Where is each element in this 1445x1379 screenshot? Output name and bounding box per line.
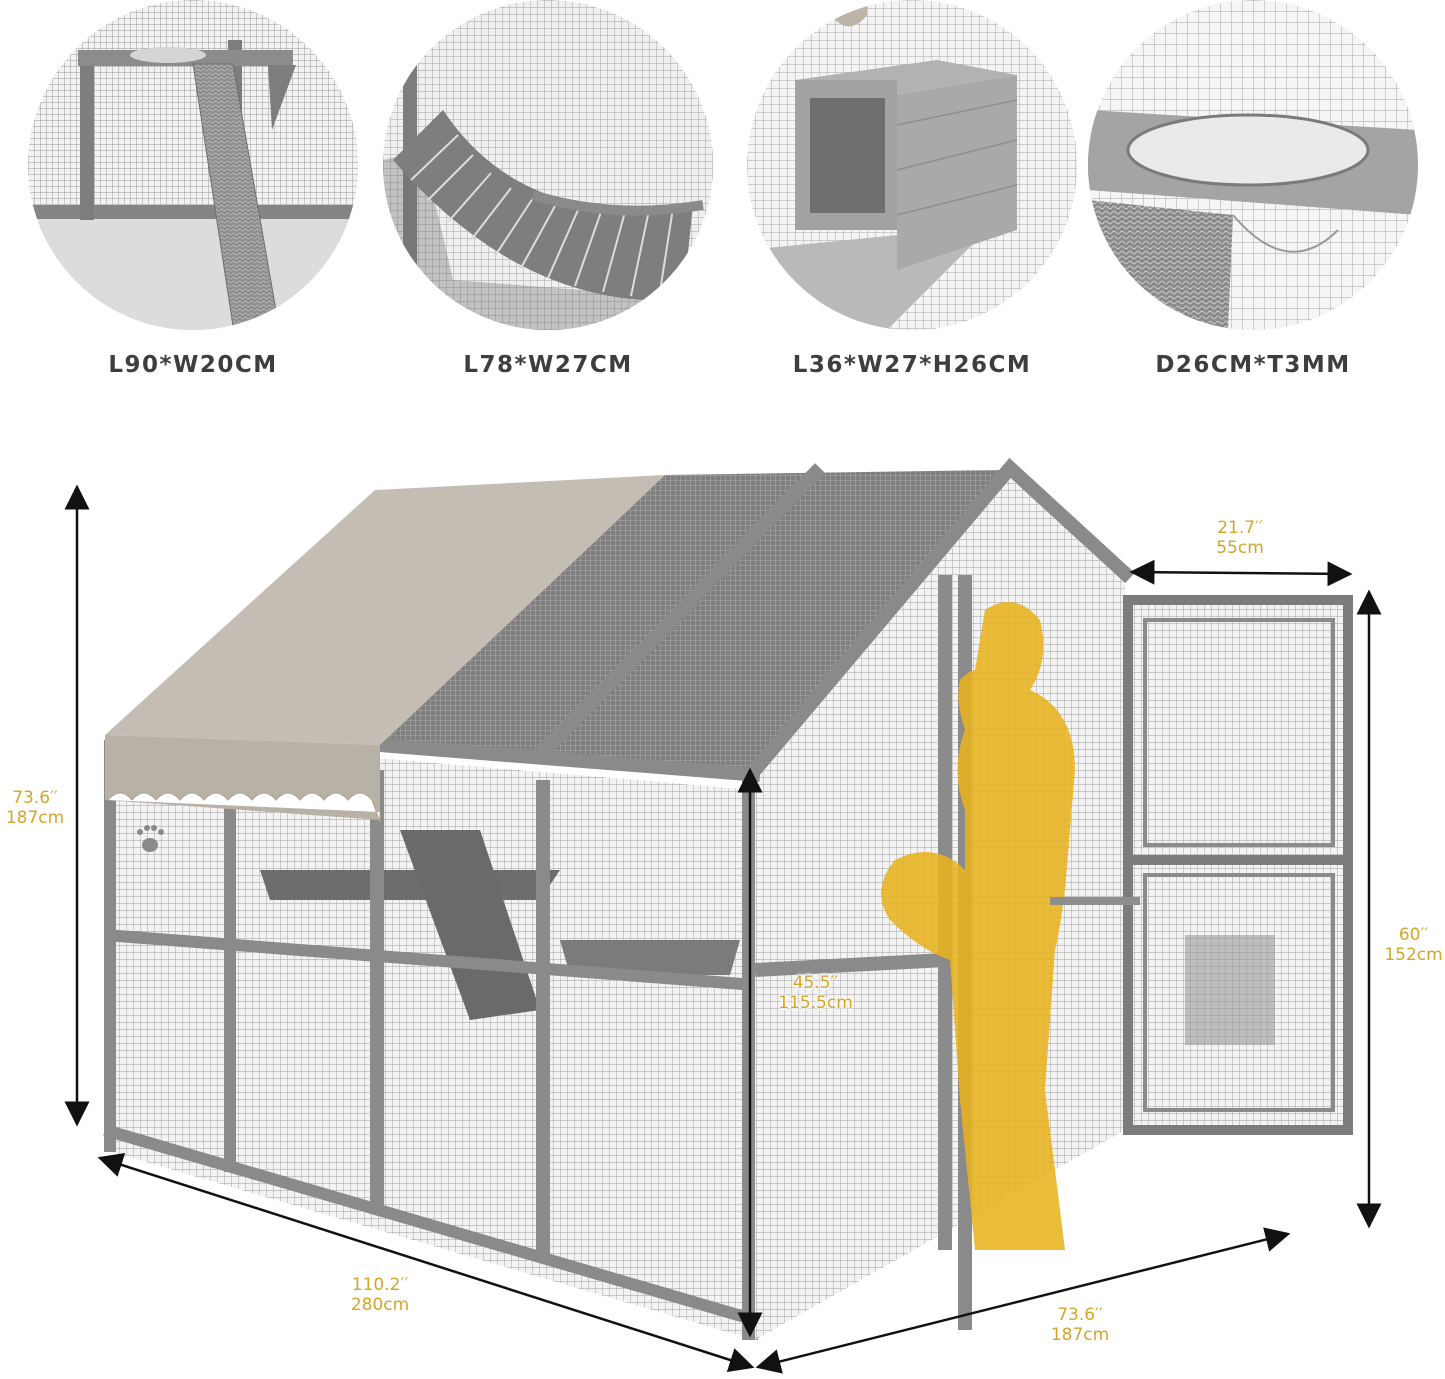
length-metric: 280cm bbox=[350, 1295, 410, 1315]
accessory-thumbnail-bowl bbox=[1088, 0, 1418, 330]
total-height-imperial: 73.6′′ bbox=[12, 788, 58, 808]
ramp-size-label: L90*W20CM bbox=[108, 352, 278, 378]
total-height-metric: 187cm bbox=[5, 808, 65, 828]
paw-print-icon bbox=[137, 825, 164, 852]
door-height-imperial: 60′′ bbox=[1398, 925, 1429, 945]
condo-size-label: L36*W27*H26CM bbox=[792, 352, 1032, 378]
sisal-ramp-illustration bbox=[28, 0, 358, 330]
door-height-metric: 152cm bbox=[1384, 945, 1443, 965]
hammock-size-label: L78*W27CM bbox=[463, 352, 633, 378]
accessory-thumbnail-hammock bbox=[383, 0, 713, 330]
bowl-perch-illustration bbox=[1088, 0, 1418, 330]
wall-height-metric: 115.5cm bbox=[778, 993, 853, 1013]
door-width-imperial: 21.7′′ bbox=[1217, 518, 1263, 538]
accessory-thumbnail-ramp bbox=[28, 0, 358, 330]
door-width-arrow bbox=[1129, 559, 1353, 587]
door-height-label: 60′′ 152cm bbox=[1382, 925, 1445, 965]
length-imperial: 110.2′′ bbox=[351, 1275, 409, 1295]
wall-height-imperial: 45.5′′ bbox=[792, 973, 839, 993]
width-imperial: 73.6′′ bbox=[1057, 1305, 1103, 1325]
width-metric: 187cm bbox=[1050, 1325, 1110, 1345]
door-width-label: 21.7′′ 55cm bbox=[1195, 518, 1285, 558]
door-width-metric: 55cm bbox=[1216, 538, 1264, 558]
width-label: 73.6′′ 187cm bbox=[1035, 1305, 1125, 1345]
accessory-thumbnail-condo bbox=[747, 0, 1077, 330]
condo-box-illustration bbox=[747, 0, 1077, 330]
width-arrow bbox=[755, 1227, 1291, 1374]
bowl-size-label: D26CM*T3MM bbox=[1155, 352, 1351, 378]
wall-height-label: 45.5′′ 115.5cm bbox=[768, 973, 863, 1013]
curved-bridge-illustration bbox=[383, 0, 713, 330]
total-height-label: 73.6′′ 187cm bbox=[0, 788, 70, 828]
length-label: 110.2′′ 280cm bbox=[335, 1275, 425, 1315]
person-silhouette-icon bbox=[881, 602, 1075, 1250]
cat-enclosure-dimension-diagram bbox=[64, 457, 1382, 1374]
length-arrow bbox=[97, 1152, 755, 1373]
